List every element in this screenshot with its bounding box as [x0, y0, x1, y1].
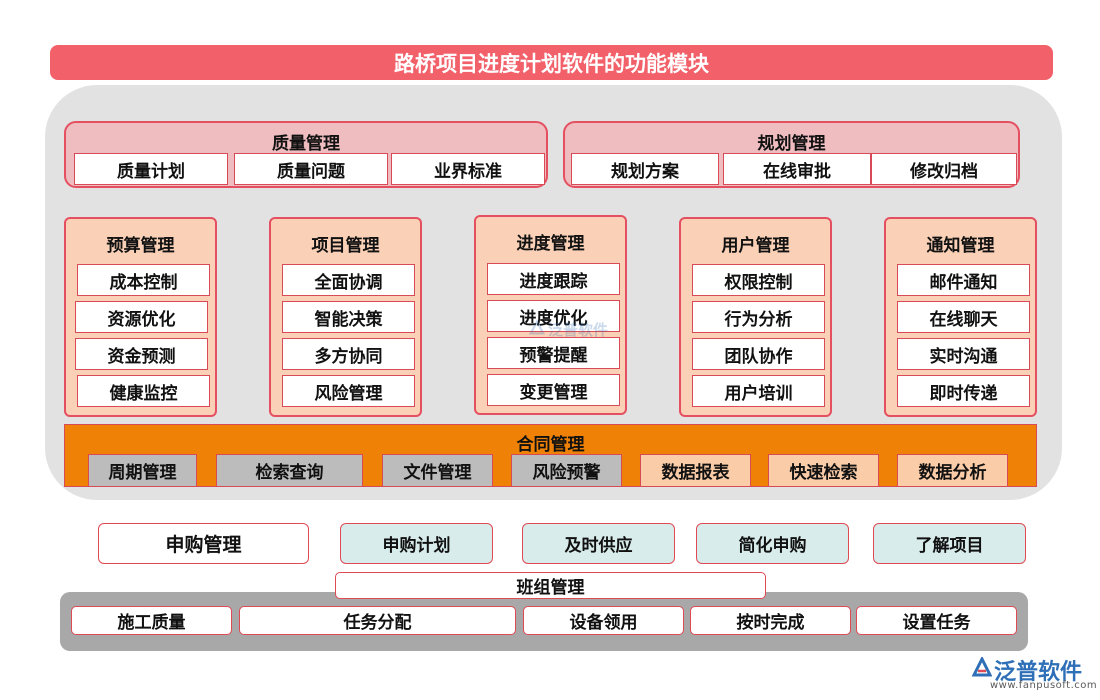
- module-item: 用户培训: [692, 375, 825, 407]
- module-title: 通知管理: [926, 236, 995, 256]
- purchase-item: 申购计划: [340, 523, 493, 564]
- contract-item: 周期管理: [88, 454, 197, 487]
- planning-item: 规划方案: [571, 153, 719, 185]
- module-item: 团队协作: [692, 338, 825, 370]
- module-item: 变更管理: [487, 374, 620, 406]
- purchase-item: 了解项目: [873, 523, 1026, 564]
- contract-item: 快速检索: [768, 454, 879, 487]
- quality-group: 质量管理 质量计划 质量问题 业界标准: [64, 121, 548, 188]
- fanpu-logo-icon: [528, 319, 546, 335]
- contract-item: 风险预警: [511, 454, 622, 487]
- module-item: 多方协同: [282, 338, 415, 370]
- module-title: 用户管理: [721, 236, 790, 256]
- team-item: 任务分配: [239, 606, 516, 635]
- module-item: 权限控制: [692, 264, 825, 296]
- contract-title: 合同管理: [516, 435, 585, 455]
- module-schedule: 进度管理 进度跟踪 进度优化 预警提醒 变更管理: [474, 215, 627, 415]
- contract-group: 合同管理 周期管理 检索查询 文件管理 风险预警 数据报表 快速检索 数据分析: [64, 424, 1037, 487]
- module-project: 项目管理 全面协调 智能决策 多方协同 风险管理: [269, 217, 422, 417]
- team-title: 班组管理: [335, 572, 766, 599]
- module-item: 风险管理: [282, 375, 415, 407]
- module-title: 项目管理: [311, 236, 380, 256]
- contract-item: 检索查询: [216, 454, 363, 487]
- module-budget: 预算管理 成本控制 资源优化 资金预测 健康监控: [64, 217, 217, 417]
- team-item: 设备领用: [523, 606, 684, 635]
- quality-item: 质量问题: [234, 153, 388, 185]
- contract-item: 文件管理: [382, 454, 493, 487]
- contract-item: 数据报表: [640, 454, 751, 487]
- logo-url: www.fanpusoft.com: [990, 680, 1098, 691]
- module-item: 成本控制: [77, 264, 210, 296]
- module-item: 健康监控: [77, 375, 210, 407]
- module-item: 资金预测: [75, 338, 208, 370]
- module-title: 预算管理: [106, 236, 175, 256]
- quality-group-title: 质量管理: [272, 134, 340, 154]
- planning-item: 修改归档: [871, 153, 1017, 185]
- logo-name: 泛普软件: [994, 660, 1083, 685]
- brand-logo: 泛普软件 www.fanpusoft.com: [972, 654, 1097, 696]
- module-item: 进度跟踪: [487, 263, 620, 295]
- planning-group: 规划管理 规划方案 在线审批 修改归档: [563, 121, 1020, 188]
- planning-group-title: 规划管理: [757, 134, 826, 154]
- purchase-item: 简化申购: [696, 523, 849, 564]
- contract-item: 数据分析: [897, 454, 1008, 487]
- module-item: 全面协调: [282, 264, 415, 296]
- fanpu-logo-icon: [972, 657, 992, 677]
- quality-item: 质量计划: [74, 153, 228, 185]
- diagram-title: 路桥项目进度计划软件的功能模块: [50, 45, 1053, 80]
- module-item: 资源优化: [75, 301, 208, 333]
- module-item: 在线聊天: [897, 301, 1030, 333]
- watermark-text: 泛普软件: [548, 321, 609, 339]
- module-item: 预警提醒: [487, 337, 620, 369]
- team-item: 按时完成: [690, 606, 851, 635]
- purchase-title: 申购管理: [98, 523, 309, 564]
- module-notify: 通知管理 邮件通知 在线聊天 实时沟通 即时传递: [884, 217, 1037, 417]
- purchase-item: 及时供应: [522, 523, 675, 564]
- module-item: 即时传递: [897, 375, 1030, 407]
- team-item: 设置任务: [856, 606, 1017, 635]
- module-user: 用户管理 权限控制 行为分析 团队协作 用户培训: [679, 217, 832, 417]
- module-item: 进度优化: [487, 300, 620, 332]
- module-item: 邮件通知: [897, 264, 1030, 296]
- watermark: 泛普软件: [528, 317, 628, 347]
- module-title: 进度管理: [516, 234, 585, 254]
- module-item: 实时沟通: [897, 338, 1030, 370]
- module-item: 行为分析: [692, 301, 825, 333]
- quality-item: 业界标准: [391, 153, 545, 185]
- module-item: 智能决策: [282, 301, 415, 333]
- team-item: 施工质量: [71, 606, 232, 635]
- planning-item: 在线审批: [723, 153, 871, 185]
